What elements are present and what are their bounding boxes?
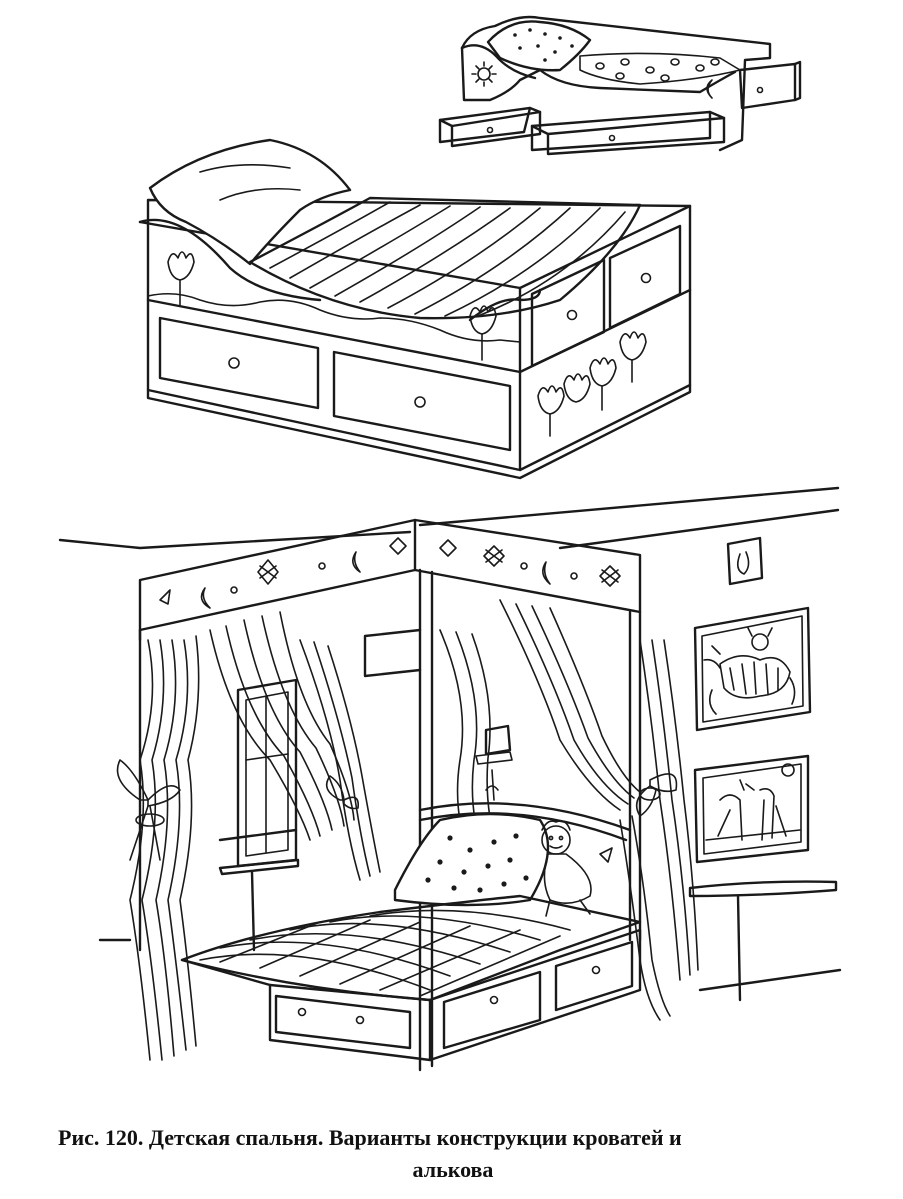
curtain-bow-icon	[325, 775, 360, 810]
tulip-icon	[619, 331, 647, 383]
wall-switch-icon	[726, 536, 764, 586]
doll-icon	[541, 820, 613, 917]
tulip-icon	[167, 251, 195, 306]
framed-giraffe-picture	[693, 754, 810, 864]
caption-line-2: алькова	[412, 1157, 494, 1182]
tulip-icon	[563, 373, 591, 403]
illustration-canvas	[58, 15, 842, 1072]
tulip-icon	[589, 357, 617, 411]
caption-line-1: Рис. 120. Детская спальня. Варианты конс…	[58, 1125, 682, 1150]
wall-lamp-icon	[475, 724, 513, 801]
canopy-room-drawing	[58, 486, 842, 1072]
curtain-bow-icon	[116, 759, 181, 861]
tulip-icon	[469, 305, 497, 361]
tulip-icon	[537, 385, 565, 437]
framed-cat-picture	[693, 606, 812, 732]
small-bed-drawing	[438, 15, 802, 156]
box-bed-drawing	[138, 138, 692, 480]
curtain-bow-icon	[635, 773, 678, 817]
